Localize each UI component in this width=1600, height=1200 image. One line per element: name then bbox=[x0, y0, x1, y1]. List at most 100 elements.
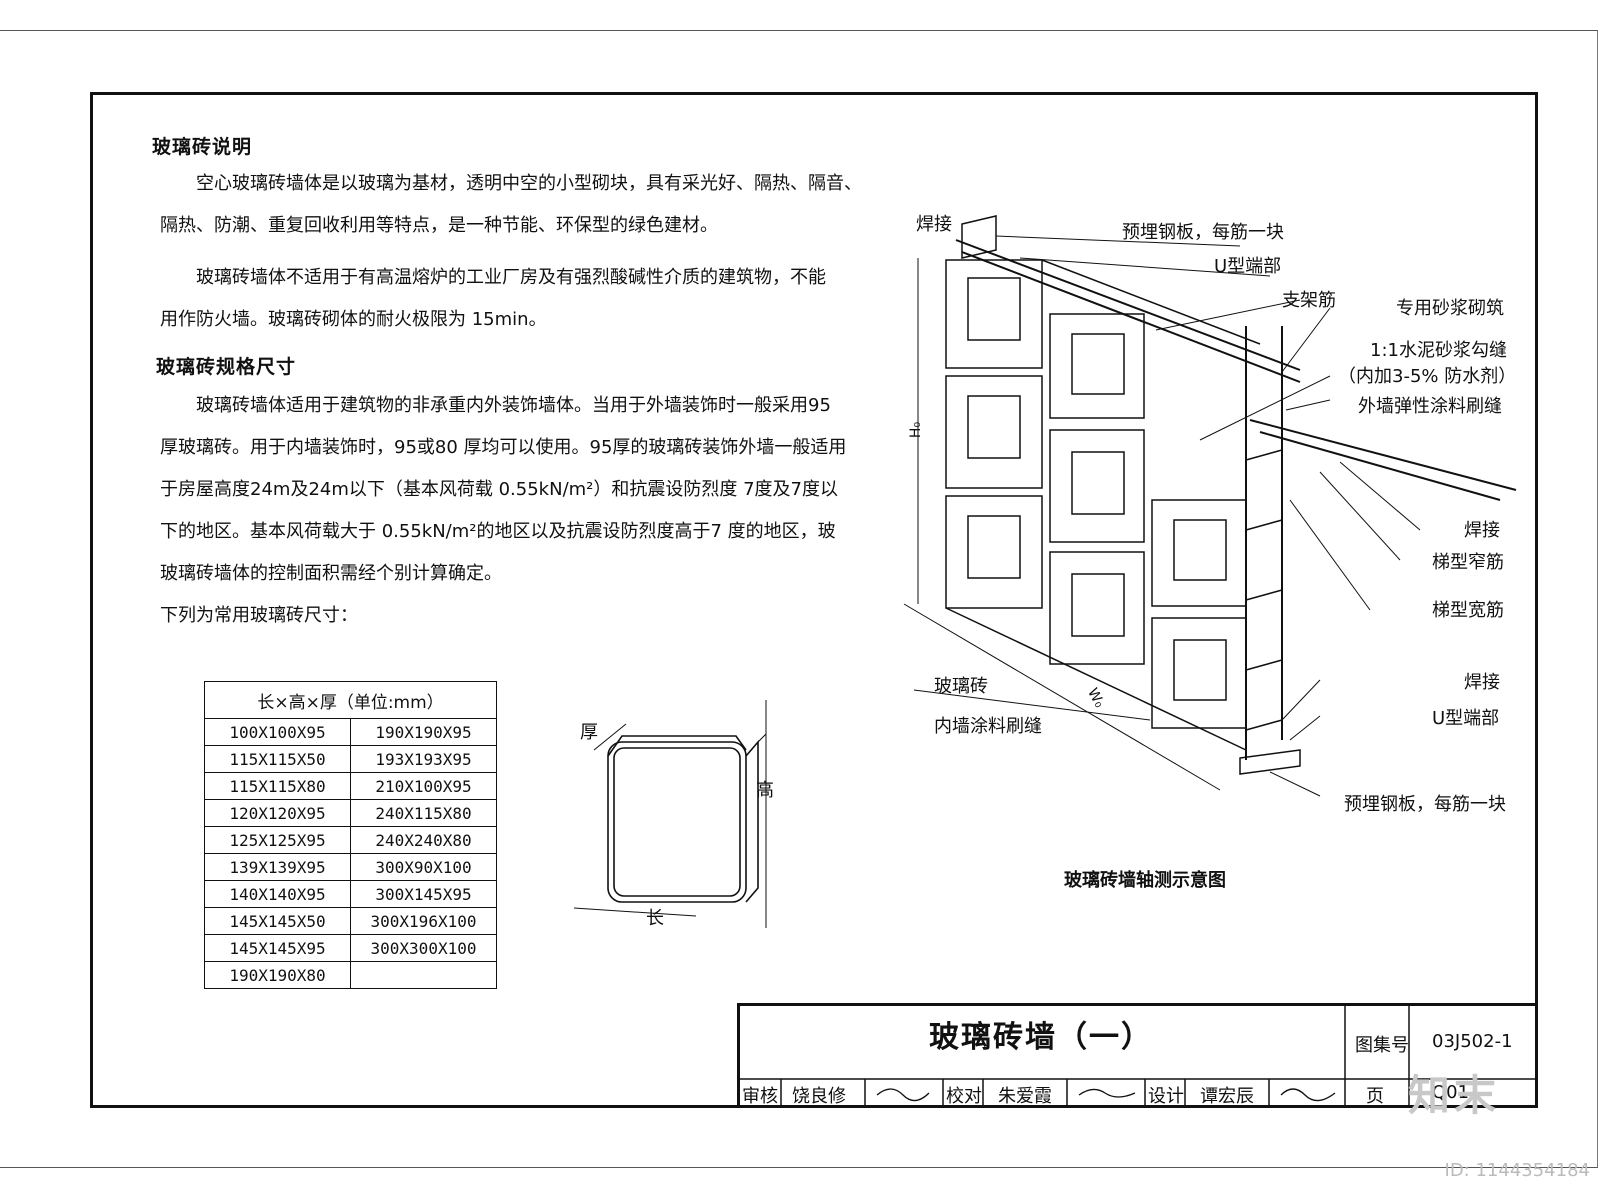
label-glass-brick: 玻璃砖 bbox=[934, 676, 988, 697]
label-waterproof-note: （内加3-5% 防水剂） bbox=[1338, 366, 1517, 387]
thick-dim-line bbox=[593, 723, 627, 751]
table-cell bbox=[350, 961, 497, 989]
height-ext-top bbox=[757, 733, 767, 743]
table-cell: 140X140X95 bbox=[204, 880, 351, 908]
intro-heading: 玻璃砖说明 bbox=[152, 136, 253, 158]
axon-caption: 玻璃砖墙轴测示意图 bbox=[1064, 870, 1226, 891]
brick-cell bbox=[945, 375, 1043, 489]
brick-cell bbox=[1049, 551, 1145, 665]
table-cell: 145X145X95 bbox=[204, 934, 351, 962]
wall-bottom-edge bbox=[945, 607, 1247, 751]
title-block bbox=[737, 1003, 1537, 1107]
brick-inner bbox=[1071, 451, 1125, 515]
ladder-rung bbox=[1245, 589, 1283, 601]
brick-outer-face bbox=[607, 741, 747, 903]
length-dim-line bbox=[573, 907, 697, 917]
brick-inner bbox=[1173, 519, 1227, 581]
brick-cell bbox=[1049, 313, 1145, 419]
label-u-end-low: U型端部 bbox=[1432, 708, 1500, 729]
width-dim-line bbox=[903, 603, 1221, 791]
specs-line4: 下的地区。基本风荷载大于 0.55kN/m²的地区以及抗震设防烈度高于7 度的地… bbox=[160, 521, 836, 542]
table-cell: 139X139X95 bbox=[204, 853, 351, 881]
label-height-dim: H₀ bbox=[908, 421, 925, 439]
design-label: 设计 bbox=[1148, 1086, 1184, 1107]
label-weld-mid: 焊接 bbox=[1464, 520, 1500, 541]
top-embedded-plate bbox=[961, 215, 997, 259]
label-ladder-narrow: 梯型窄筋 bbox=[1432, 552, 1504, 573]
drawing-frame bbox=[90, 92, 1538, 1108]
reviewer-signature bbox=[876, 1088, 930, 1102]
leader-embedded-plate-top bbox=[995, 235, 1241, 247]
top-rod-2 bbox=[961, 251, 1301, 383]
atlas-label: 图集号 bbox=[1355, 1035, 1409, 1056]
table-cell: 145X145X50 bbox=[204, 907, 351, 935]
table-cell: 210X100X95 bbox=[350, 772, 497, 800]
table-cell: 190X190X95 bbox=[350, 718, 497, 746]
specs-line2: 厚玻璃砖。用于内墙装饰时，95或80 厚均可以使用。95厚的玻璃砖装饰外墙一般适… bbox=[160, 437, 847, 458]
axonometric-drawing bbox=[903, 215, 1517, 797]
bottom-embedded-plate bbox=[1239, 749, 1301, 775]
label-u-end-top: U型端部 bbox=[1214, 256, 1282, 277]
atlas-number: 03J502-1 bbox=[1432, 1031, 1513, 1052]
table-cell: 240X240X80 bbox=[350, 826, 497, 854]
brick-inner bbox=[1071, 333, 1125, 395]
brick-cell bbox=[1049, 429, 1145, 543]
title-block-grid bbox=[737, 1003, 1537, 1107]
reviewer-name: 饶良修 bbox=[792, 1086, 846, 1107]
page-label: 页 bbox=[1366, 1086, 1384, 1107]
drawing-title: 玻璃砖墙（一） bbox=[929, 1020, 1153, 1055]
leader-ladder-narrow bbox=[1319, 471, 1401, 561]
intro-para1-line2: 隔热、防潮、重复回收利用等特点，是一种节能、环保型的绿色建材。 bbox=[160, 215, 718, 236]
label-ladder-wide: 梯型宽筋 bbox=[1432, 600, 1504, 621]
table-cell: 193X193X95 bbox=[350, 745, 497, 773]
size-table-header: 长×高×厚（单位:mm） bbox=[204, 681, 497, 719]
height-label: 高 bbox=[756, 780, 774, 801]
watermark-logo: 知末 bbox=[1408, 1071, 1501, 1120]
thick-label: 厚 bbox=[580, 722, 598, 743]
leader-weld-mid bbox=[1339, 461, 1421, 531]
table-row: 190X190X80 bbox=[204, 961, 497, 989]
specs-line1: 玻璃砖墙体适用于建筑物的非承重内外装饰墙体。当用于外墙装饰时一般采用95 bbox=[196, 395, 831, 416]
tie-bar-2 bbox=[1259, 431, 1501, 501]
wall-top-edge bbox=[1041, 259, 1261, 345]
designer-name: 谭宏辰 bbox=[1200, 1086, 1254, 1107]
specs-line3: 于房屋高度24m及24m以下（基本风荷载 0.55kN/m²）和抗震设防烈度 7… bbox=[160, 479, 839, 500]
leader-embedded-plate-low bbox=[1269, 771, 1321, 797]
page-number: Q01 bbox=[1432, 1082, 1470, 1103]
table-cell: 120X120X95 bbox=[204, 799, 351, 827]
checker-signature bbox=[1078, 1088, 1136, 1098]
brick-side-edge bbox=[745, 739, 759, 903]
table-cell: 300X90X100 bbox=[350, 853, 497, 881]
intro-para1-line1: 空心玻璃砖墙体是以玻璃为基材，透明中空的小型砌块，具有采光好、隔热、隔音、 bbox=[196, 173, 862, 194]
label-weld-low: 焊接 bbox=[1464, 672, 1500, 693]
specs-line5: 玻璃砖墙体的控制面积需经个别计算确定。 bbox=[160, 563, 502, 584]
brick-cell bbox=[945, 495, 1043, 609]
specs-heading: 玻璃砖规格尺寸 bbox=[156, 356, 297, 378]
leader-weld-low bbox=[1281, 679, 1321, 721]
brick-inner bbox=[1173, 639, 1227, 701]
outer-frame bbox=[0, 30, 1598, 1168]
leader-interior bbox=[913, 689, 1151, 721]
brick-inner-face bbox=[613, 747, 741, 897]
table-cell: 300X196X100 bbox=[350, 907, 497, 935]
brick-cell bbox=[1151, 499, 1247, 607]
table-cell: 240X115X80 bbox=[350, 799, 497, 827]
table-cell: 190X190X80 bbox=[204, 961, 351, 989]
intro-para2-line2: 用作防火墙。玻璃砖砌体的耐火极限为 15min。 bbox=[160, 309, 547, 330]
label-mortar-special: 专用砂浆砌筑 bbox=[1396, 298, 1504, 319]
ladder-rung bbox=[1245, 659, 1283, 671]
table-cell: 300X145X95 bbox=[350, 880, 497, 908]
label-embedded-plate-low: 预埋钢板，每筋一块 bbox=[1344, 794, 1506, 815]
table-cell: 125X125X95 bbox=[204, 826, 351, 854]
label-embedded-plate-top: 预埋钢板，每筋一块 bbox=[1122, 222, 1284, 243]
label-support-bar: 支架筋 bbox=[1282, 290, 1336, 311]
length-label: 长 bbox=[646, 908, 664, 929]
leader-waterproof bbox=[1199, 375, 1331, 441]
table-cell: 100X100X95 bbox=[204, 718, 351, 746]
